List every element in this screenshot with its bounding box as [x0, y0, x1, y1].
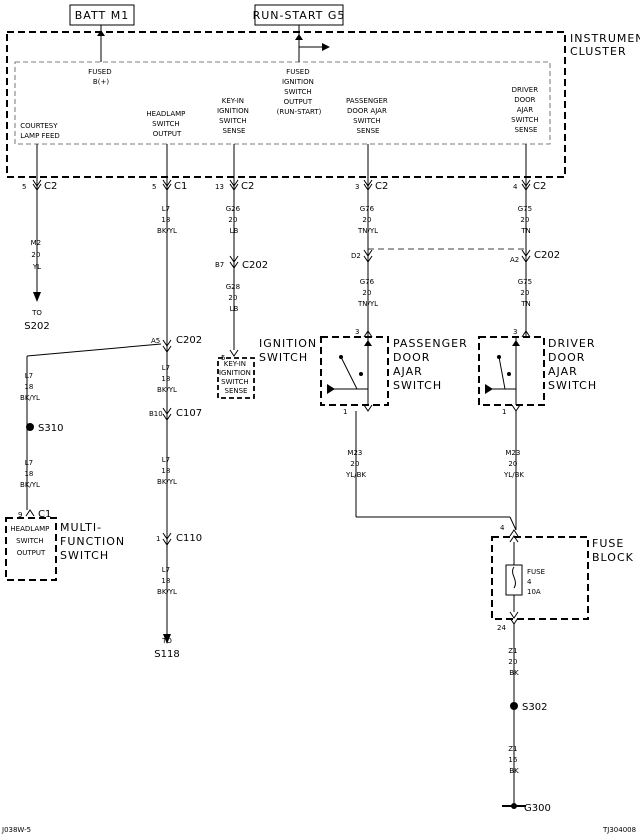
conn-drv: C2 [533, 181, 546, 192]
s310-splice [26, 423, 34, 431]
pin-courtesy: 5 [22, 183, 26, 191]
keyin-box-label: KEY-IN IGNITION SWITCH SENSE [219, 360, 253, 395]
cluster-connectors [32, 179, 531, 191]
headlamp-output-label: HEADLAMP SWITCH OUTPUT [146, 110, 187, 138]
g28-label: G28 20 LB [226, 283, 243, 313]
s302-label: S302 [522, 702, 547, 713]
s118-arrow [163, 634, 171, 644]
l7-left1-label: L7 18 BK/YL [20, 372, 40, 402]
z1-a-label: Z1 20 BK [508, 647, 519, 677]
m2-arrow [33, 292, 41, 302]
drv-door-switch-box [478, 336, 545, 406]
fuse-block-box [491, 536, 589, 620]
footer-left: J038W-5 [1, 826, 31, 834]
pin-drv-top: 3 [513, 328, 517, 336]
m23-b-label: M23 20 YL/BK [503, 449, 524, 479]
m2-label: M2 20 YL [31, 239, 44, 271]
pass-door-switch-box [320, 336, 389, 406]
batt-m1-label: BATT M1 [75, 9, 129, 22]
pin-drv: 4 [513, 183, 518, 191]
keyin-sense-label: KEY-IN IGNITION SWITCH SENSE [217, 97, 251, 135]
conn-c202-drv: C202 [534, 250, 560, 261]
pin-mf: 9 [18, 511, 22, 519]
l7-left2-label: L7 18 BK/YL [20, 459, 40, 489]
pin-fuse-top: 4 [500, 524, 505, 532]
m23-a-label: M23 20 YL/BK [345, 449, 366, 479]
pin-c110: 1 [156, 535, 160, 543]
conn-b10: B10 [149, 410, 163, 418]
cluster-inner-box [14, 61, 551, 145]
keyin-switch-box [217, 357, 255, 399]
drv-switch-name: DRIVER DOOR AJAR SWITCH [548, 337, 600, 392]
to-s202-1: TO [31, 309, 42, 317]
z1-b-label: Z1 16 BK [508, 745, 519, 775]
keyin-switch-name: IGNITION SWITCH [259, 337, 322, 364]
pin-pass: 3 [355, 183, 359, 191]
pin-drv-bot: 1 [502, 408, 506, 416]
batt-m1-box [69, 4, 135, 26]
footer-right: TJ304008 [602, 826, 636, 834]
s302-splice [510, 702, 518, 710]
to-s118-2: S118 [154, 649, 179, 660]
g300-label: G300 [524, 803, 551, 814]
fused-ign-label: FUSED IGNITION SWITCH OUTPUT (RUN-START) [277, 68, 322, 116]
conn-b7: B7 [215, 261, 224, 269]
conn-a5: A5 [151, 337, 160, 345]
s310-label: S310 [38, 423, 63, 434]
conn-c107: C107 [176, 408, 202, 419]
fuse-inner-label: FUSE 4 10A [527, 568, 547, 596]
conn-pass: C2 [375, 181, 388, 192]
fuse-4 [505, 564, 523, 596]
cluster-label-2: CLUSTER [570, 45, 627, 58]
pin-keyin: 13 [215, 183, 224, 191]
to-s202-2: S202 [24, 321, 49, 332]
courtesy-label: COURTESY LAMP FEED [20, 122, 60, 140]
fuse-block-name: FUSE BLOCK [592, 537, 634, 564]
mf-box-label: HEADLAMP SWITCH OUTPUT [10, 525, 51, 557]
g75-a-label: G75 20 TN [518, 205, 535, 235]
pin-fuse-bot: 24 [497, 624, 506, 632]
conn-courtesy: C2 [44, 181, 57, 192]
l7-c-label: L7 18 BK/YL [157, 456, 177, 486]
g26-label: G26 20 LB [226, 205, 243, 235]
g76-a-label: G76 20 TN/YL [357, 205, 378, 235]
run-start-label: RUN-START G5 [253, 9, 346, 22]
pass-door-sense-label: PASSENGER DOOR AJAR SWITCH SENSE [346, 97, 390, 135]
drv-door-sense-label: DRIVER DOOR AJAR SWITCH SENSE [511, 86, 541, 134]
fused-b-label: FUSED B(+) [88, 68, 114, 86]
conn-d2: D2 [351, 252, 361, 260]
multifunction-switch-box [5, 517, 57, 581]
l7-b-label: L7 18 BK/YL [157, 364, 177, 394]
l7-a-label: L7 18 BK/YL [157, 205, 177, 235]
pin-keyin-box: 5 [221, 354, 225, 362]
pin-headlamp: 5 [152, 183, 156, 191]
conn-a2: A2 [510, 256, 519, 264]
mf-switch-name: MULTI- FUNCTION SWITCH [60, 521, 130, 562]
l7-d-label: L7 18 BK/YL [157, 566, 177, 596]
to-s118-1: TO [161, 637, 172, 645]
conn-keyin: C2 [241, 181, 254, 192]
conn-c202-hl: C202 [176, 335, 202, 346]
g75-b-label: G75 20 TN [518, 278, 535, 308]
conn-c202-keyin: C202 [242, 260, 268, 271]
pass-switch-name: PASSENGER DOOR AJAR SWITCH [393, 337, 472, 392]
pin-pass-top: 3 [355, 328, 359, 336]
g76-b-label: G76 20 TN/YL [357, 278, 378, 308]
conn-headlamp: C1 [174, 181, 187, 192]
cluster-label-1: INSTRUMENT [570, 32, 640, 45]
pin-pass-bot: 1 [343, 408, 347, 416]
instrument-cluster-box [6, 31, 566, 178]
conn-c110: C110 [176, 533, 202, 544]
conn-mf: C1 [38, 509, 51, 520]
